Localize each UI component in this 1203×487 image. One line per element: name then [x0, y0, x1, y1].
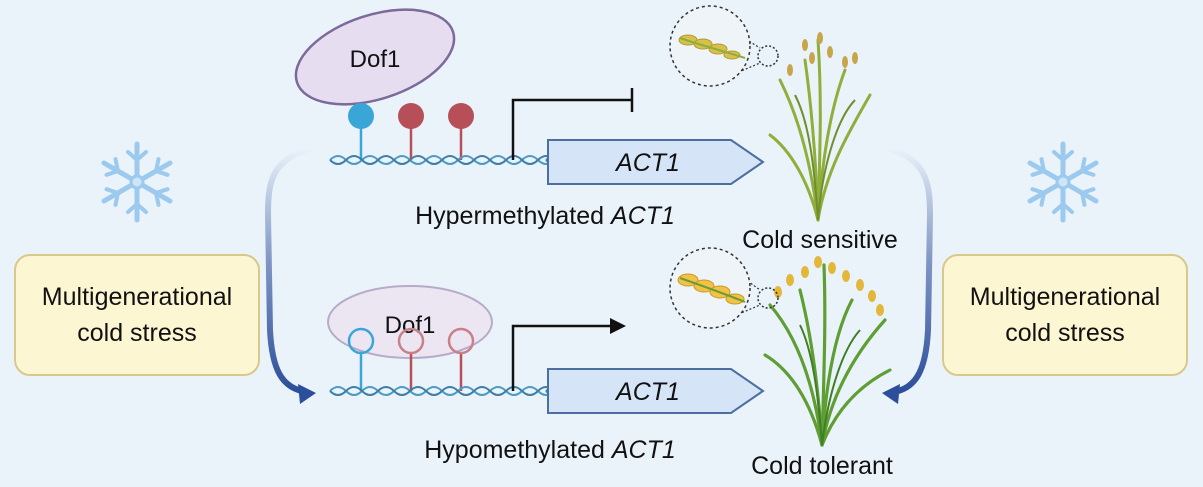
methyl-mark	[447, 327, 475, 355]
stress-label-line2: cold stress	[1005, 319, 1125, 347]
methyl-mark	[348, 103, 374, 129]
repression-arrow	[511, 88, 634, 160]
methyl-mark	[398, 103, 424, 129]
snowflake-icon-right	[1030, 144, 1096, 220]
top-gene-box: ACT1	[547, 139, 765, 185]
transition-arrow-right	[882, 145, 934, 404]
bottom-gene-label: ACT1	[614, 378, 680, 406]
methyl-mark	[397, 327, 425, 355]
activation-arrow	[511, 318, 626, 391]
methyl-mark	[347, 327, 375, 355]
bottom-phenotype: Cold tolerant	[751, 452, 893, 480]
top-methyl-marks	[348, 103, 474, 160]
top-methylation-state: Hypermethylated ACT1	[415, 202, 675, 230]
top-gene-label: ACT1	[614, 149, 680, 177]
top-protein-label: Dof1	[350, 46, 401, 73]
transition-arrow-left	[264, 145, 316, 404]
bottom-protein: Dof1	[327, 285, 493, 359]
bottom-methylation-state: Hypomethylated ACT1	[424, 436, 676, 464]
stress-box-left: Multigenerational cold stress	[14, 254, 260, 376]
top-phenotype: Cold sensitive	[742, 226, 898, 254]
methyl-mark	[448, 103, 474, 129]
rice-plant-icon-sensitive	[669, 5, 872, 222]
bottom-protein-label: Dof1	[385, 312, 436, 339]
bottom-methyl-marks	[347, 327, 475, 391]
top-protein: Dof1	[294, 8, 456, 106]
stress-label-line1: Multigenerational	[969, 283, 1161, 311]
stress-label-line2: cold stress	[77, 319, 197, 347]
stress-label-line1: Multigenerational	[41, 283, 233, 311]
snowflake-icon-left	[104, 144, 170, 220]
bottom-gene-box: ACT1	[547, 368, 765, 414]
rice-plant-icon-tolerant	[669, 247, 892, 447]
stress-box-right: Multigenerational cold stress	[942, 254, 1188, 376]
